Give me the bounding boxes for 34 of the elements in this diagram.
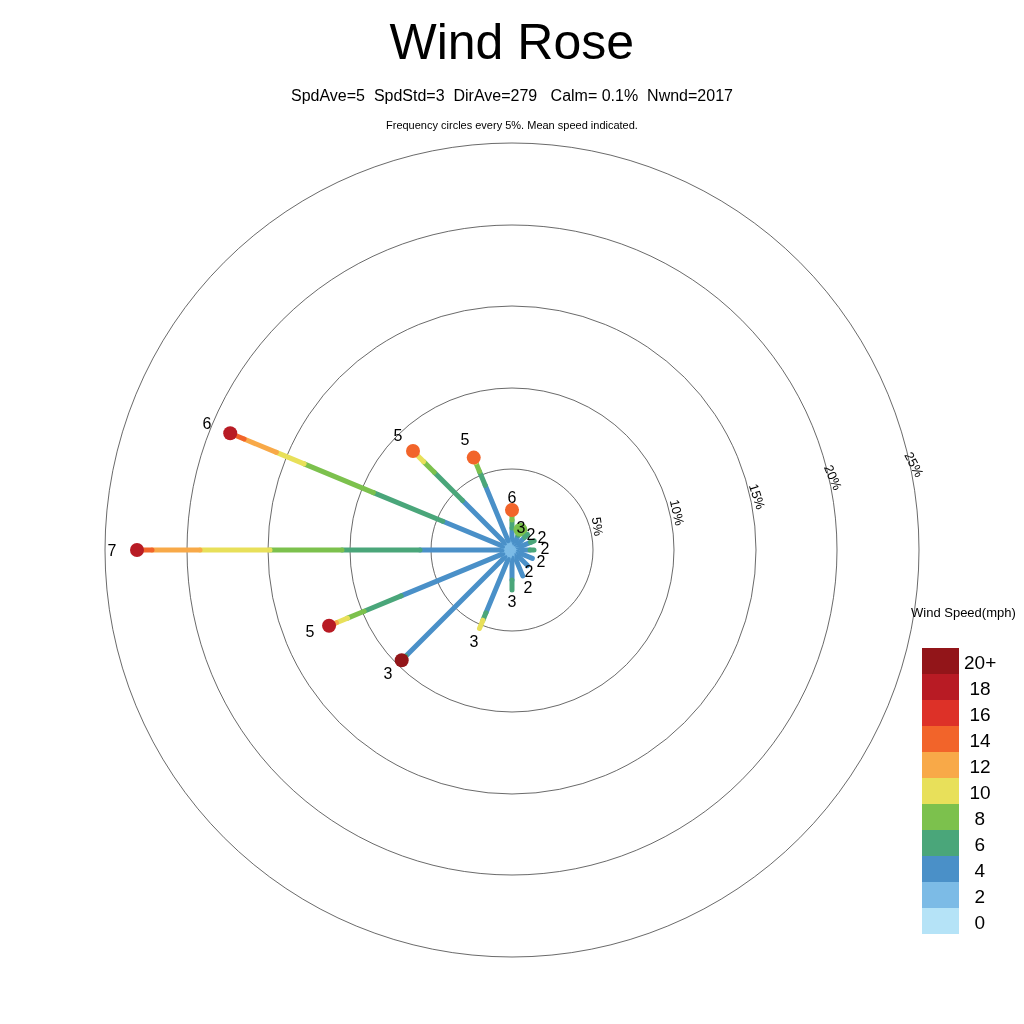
mean-speed-label: 2 — [523, 580, 533, 596]
mean-speed-label: 5 — [305, 624, 315, 640]
mean-speed-label: 6 — [202, 416, 212, 432]
chart-title: Wind Rose — [389, 17, 635, 67]
frequency-ring-label: 10% — [667, 497, 687, 527]
frequency-ring-label: 5% — [589, 515, 605, 537]
legend-label: 12 — [969, 756, 991, 776]
legend-label: 16 — [969, 704, 991, 724]
legend-label: 18 — [969, 678, 991, 698]
legend-label: 20+ — [964, 652, 997, 672]
legend-label: 14 — [969, 730, 991, 750]
frequency-ring-label: 25% — [902, 449, 926, 479]
mean-speed-label: 3 — [516, 520, 526, 536]
mean-speed-label: 3 — [507, 594, 517, 610]
mean-speed-label: 6 — [507, 490, 517, 506]
mean-speed-label: 5 — [393, 428, 403, 444]
mean-speed-label: 2 — [524, 564, 534, 580]
summary-statistics: SpdAve=5 SpdStd=3 DirAve=279 Calm= 0.1% Nwnd=2017 — [291, 88, 733, 104]
legend-title: Wind Speed(mph) — [911, 605, 1016, 619]
frequency-ring-label: 20% — [821, 462, 845, 492]
frequency-ring-label: 15% — [746, 481, 768, 511]
legend-label: 4 — [974, 860, 986, 880]
mean-speed-label: 7 — [107, 543, 117, 559]
mean-speed-label: 3 — [469, 634, 479, 650]
legend-label: 8 — [974, 808, 986, 828]
legend-label: 6 — [974, 834, 986, 854]
legend-label: 10 — [969, 782, 991, 802]
chart-subtitle: Frequency circles every 5%. Mean speed indicated. — [386, 119, 638, 131]
mean-speed-label: 5 — [460, 432, 470, 448]
mean-speed-label: 3 — [383, 666, 393, 682]
legend-label: 2 — [974, 886, 986, 906]
legend-label: 0 — [974, 912, 986, 932]
mean-speed-label: 2 — [536, 554, 546, 570]
mean-speed-label: 2 — [526, 527, 536, 543]
